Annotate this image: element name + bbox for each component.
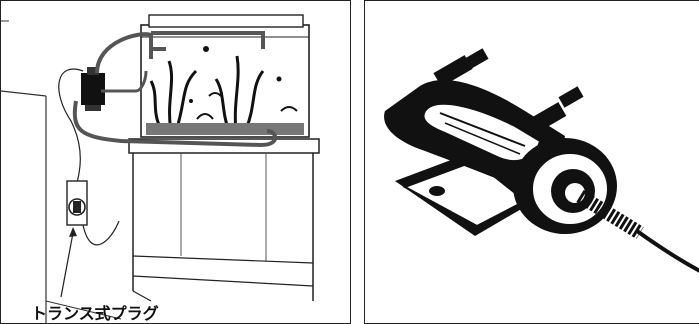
end-cap — [513, 138, 617, 234]
callout-arrow — [61, 233, 73, 297]
sterilizer-unit — [81, 67, 105, 111]
transformer-plug — [67, 181, 87, 225]
aquarium-setup-drawing — [1, 1, 351, 324]
power-cable — [580, 196, 699, 271]
aquarium-setup-illustration: トランス式プラグ — [0, 0, 351, 324]
sterilizer-illustration — [364, 0, 699, 324]
transformer-plug-label: トランス式プラグ — [31, 300, 159, 324]
aquarium-stand — [129, 139, 319, 301]
uv-sterilizer-drawing — [365, 1, 699, 324]
